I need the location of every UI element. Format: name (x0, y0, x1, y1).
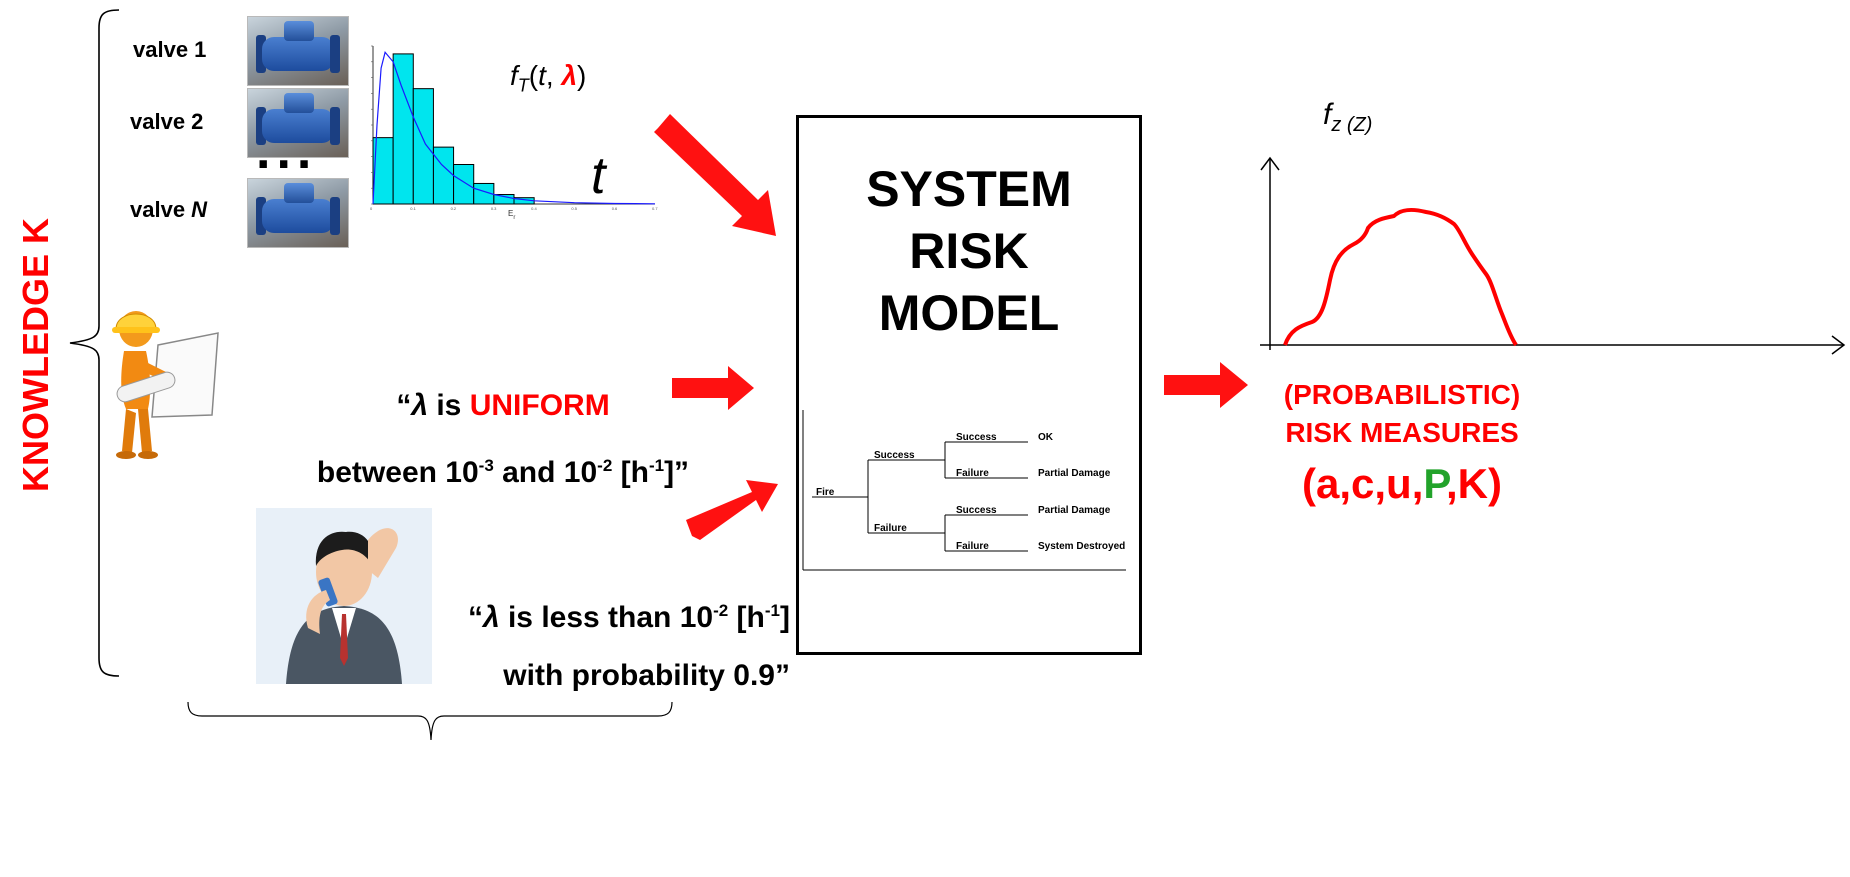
expert-statement-line2: with probability 0.9” (503, 659, 790, 692)
expert-statement: “λ is less than 10-2 [h-1] with probabil… (390, 582, 790, 705)
system-risk-model-box (796, 115, 1142, 655)
histogram-to-model-arrow (654, 114, 776, 236)
arrows-to-model (654, 114, 778, 540)
risk-measures-tuple: (a,c,u,P,K) (1302, 460, 1502, 507)
uniform-statement-line1: “λ is UNIFORM (396, 389, 610, 422)
output-density-label: fz (Z) (1323, 98, 1373, 136)
system-risk-model-title: SYSTEM RISK MODEL (866, 161, 1072, 341)
event-tree-level2-failure-1: Failure (956, 468, 989, 479)
uniform-to-model-arrow (672, 366, 754, 410)
hist-tick-label: 0.3 (491, 206, 497, 211)
hist-tick-label: 0.7 (652, 206, 658, 211)
event-tree-outcome-1: OK (1038, 432, 1054, 443)
knowledge-brace (69, 9, 120, 677)
hist-bar (453, 164, 475, 205)
output-y-axis-arrowhead (1260, 156, 1280, 171)
event-tree-outcome-2: Partial Damage (1038, 468, 1111, 479)
expert-to-model-arrow (686, 480, 778, 540)
event-tree-level2-success-1: Success (956, 432, 997, 443)
expert-on-phone-icon (256, 508, 432, 684)
valve-n-photo (247, 178, 349, 248)
bottom-brace (187, 701, 673, 741)
hist-tick-label: 0 (370, 206, 373, 211)
failure-time-histogram: 0 0.1 0.2 0.3 0.4 0.5 0.6 0.7 Er (370, 45, 658, 221)
expert-statement-line1: “λ is less than 10-2 [h-1] (467, 601, 790, 634)
valve-label-n: valve N (130, 197, 208, 222)
output-x-axis-arrowhead (1831, 335, 1846, 355)
event-tree-initiator: Fire (816, 487, 835, 498)
density-formula: fT(t, λ) (510, 60, 587, 96)
event-tree-outcome-4: System Destroyed (1038, 541, 1125, 552)
uniform-statement: “λ is UNIFORM between 10-3 and 10-2 [h-1… (258, 376, 748, 503)
event-tree-level1-failure: Failure (874, 523, 907, 534)
event-tree: Fire Success Failure Success Failure Suc… (802, 410, 1126, 571)
hist-bar (412, 88, 434, 205)
uniform-statement-line2: between 10-3 and 10-2 [h-1]” (316, 456, 690, 489)
event-tree-level2-failure-2: Failure (956, 541, 989, 552)
valve-1-photo (247, 16, 349, 86)
engineer-icon (112, 311, 219, 459)
event-tree-level2-success-2: Success (956, 505, 997, 516)
output-risk-distribution-curve (1283, 207, 1518, 347)
hist-tick-label: 0.2 (451, 206, 457, 211)
event-tree-level1-success: Success (874, 450, 915, 461)
valve-2-photo (247, 88, 349, 158)
t-variable-label: t (591, 147, 606, 205)
hist-bar (432, 146, 455, 205)
knowledge-label: KNOWLEDGE K (15, 218, 56, 492)
valve-label-2: valve 2 (130, 109, 204, 134)
event-tree-outcome-3: Partial Damage (1038, 505, 1111, 516)
hist-tick-label: 0.6 (612, 206, 618, 211)
hist-bar (392, 53, 414, 205)
hist-tick-label: 0.4 (531, 206, 537, 211)
valve-label-1: valve 1 (133, 37, 207, 62)
hist-x-label: Er (508, 209, 515, 221)
hist-tick-label: 0.5 (571, 206, 577, 211)
hist-bar (473, 182, 495, 205)
model-to-output-arrow (1164, 362, 1248, 408)
hist-tick-label: 0.1 (410, 206, 416, 211)
hist-density-curve (372, 51, 656, 205)
output-density-plot (1260, 156, 1846, 355)
risk-measures-label: (PROBABILISTIC) RISK MEASURES (1283, 379, 1521, 448)
